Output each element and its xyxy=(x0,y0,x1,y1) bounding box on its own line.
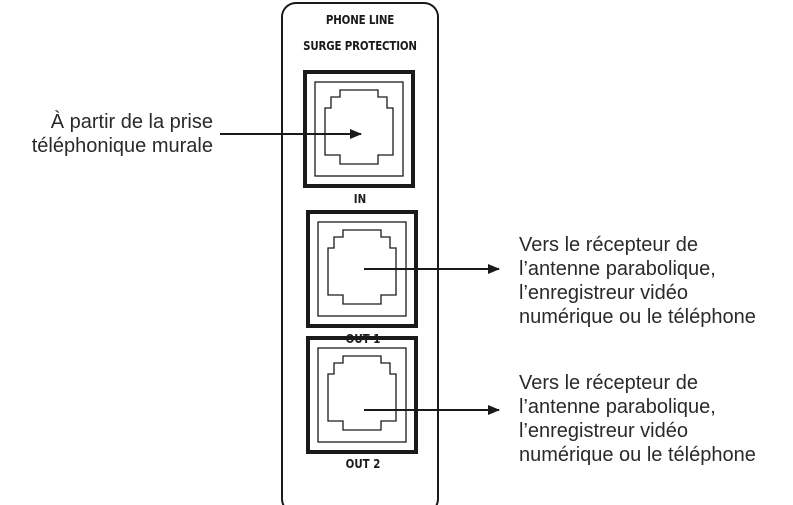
jack-out-1-label: OUT 1 xyxy=(345,331,381,346)
input-callout-line-2: téléphonique murale xyxy=(31,135,213,157)
jack-out-2[interactable] xyxy=(306,336,418,454)
jack-in[interactable] xyxy=(303,70,415,188)
output-2-callout: Vers le récepteur de l’antenne paraboliq… xyxy=(519,371,756,467)
input-callout-line-1: À partir de la prise xyxy=(50,111,213,133)
output-2-callout-line-1: Vers le récepteur de xyxy=(519,372,698,394)
panel-title-line-1: PHONE LINE xyxy=(325,12,395,27)
output-1-callout-line-3: l’enregistreur vidéo xyxy=(519,282,688,304)
output-1-callout-line-4: numérique ou le téléphone xyxy=(519,306,756,328)
input-callout: À partir de la prise téléphonique murale xyxy=(32,110,213,158)
output-1-callout-line-1: Vers le récepteur de xyxy=(519,234,698,256)
jack-in-frame xyxy=(303,70,415,188)
output-1-callout: Vers le récepteur de l’antenne paraboliq… xyxy=(519,233,756,329)
panel-title-line-2: SURGE PROTECTION xyxy=(303,38,417,53)
output-2-callout-line-3: l’enregistreur vidéo xyxy=(519,420,688,442)
jack-in-body xyxy=(314,81,404,177)
surge-panel-outline xyxy=(281,2,439,505)
jack-in-port-icon xyxy=(324,89,394,165)
output-1-callout-line-2: l’antenne parabolique, xyxy=(519,258,716,280)
output-2-callout-line-4: numérique ou le téléphone xyxy=(519,444,756,466)
jack-out-1-port-icon xyxy=(327,229,397,305)
jack-out-2-port-icon xyxy=(327,355,397,431)
jack-in-label: IN xyxy=(353,191,367,206)
jack-out-2-frame xyxy=(306,336,418,454)
jack-out-2-body xyxy=(317,347,407,443)
jack-out-2-label: OUT 2 xyxy=(345,456,381,471)
output-2-callout-line-2: l’antenne parabolique, xyxy=(519,396,716,418)
